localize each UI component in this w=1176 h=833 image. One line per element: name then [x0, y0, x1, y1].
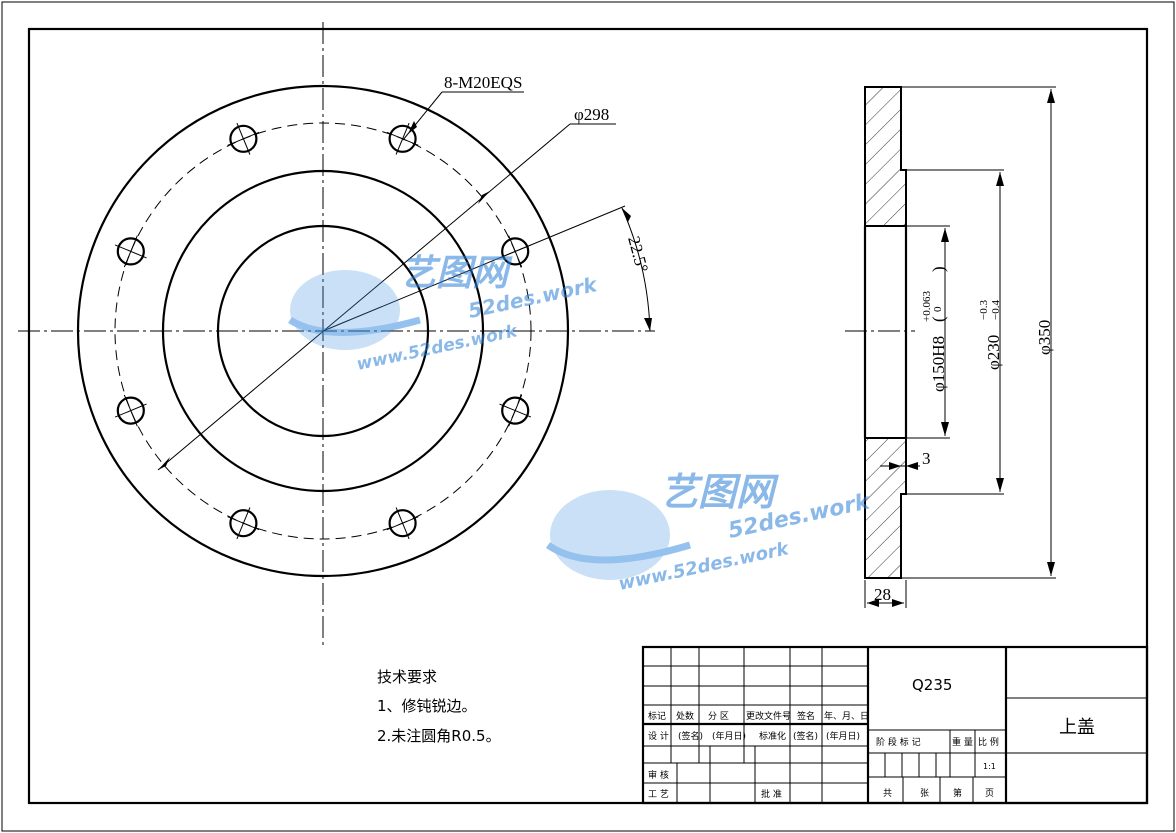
dim-thick-arrow-2	[892, 599, 904, 607]
outer-label: φ350	[1035, 320, 1054, 355]
bolt-hole-centerline	[386, 131, 419, 146]
spigot-label: φ230	[984, 335, 1003, 370]
svg-text:处数: 处数	[676, 710, 694, 722]
weight-header: 重 量	[952, 736, 973, 748]
sheet-info: 共 张 第 页	[883, 787, 994, 799]
bore-tol-lower: 0	[932, 306, 944, 312]
dim-spigot-arrow-1	[996, 172, 1004, 186]
svg-text:更改文件号: 更改文件号	[746, 710, 791, 722]
dim-step-arrow-2	[906, 462, 918, 470]
bolt-hole	[501, 237, 530, 266]
part-name: 上盖	[1059, 717, 1095, 738]
dim-thick-arrow-1	[867, 599, 879, 607]
thread-arrow	[408, 121, 417, 134]
title-block: Q235 上盖 标记 处数 分 区 更改文件号 签名 年、月、日 设 计 (签名…	[641, 645, 1149, 805]
spigot-tol-upper: −0.3	[978, 300, 990, 320]
dim-step-arrow-1	[889, 462, 901, 470]
pcd-label: φ298	[574, 105, 609, 124]
bolt-hole	[388, 124, 417, 153]
svg-text:张: 张	[920, 788, 929, 799]
inner-frame	[27, 27, 1149, 805]
bolt-hole	[116, 237, 145, 266]
dim-bore-arrow-2	[941, 422, 949, 436]
pcd-arrow-1	[158, 457, 170, 470]
upper-section	[864, 86, 907, 227]
design-row: 设 计 (签名) (年月日) 标准化 (签名) (年月日)	[648, 730, 860, 742]
bore-label: φ150H8	[929, 336, 948, 392]
bolt-hole-centerline	[386, 516, 419, 531]
watermark-bottom: 艺图网 52des.work www.52des.work	[545, 470, 873, 595]
step-label: 3	[922, 449, 931, 468]
svg-text:设 计: 设 计	[648, 730, 669, 742]
side-section-view: φ150H8 +0.063 0 ( ) φ230 −0.3 −0.4 φ350 …	[845, 86, 1056, 608]
technical-notes: 技术要求 1、修钝锐边。 2.未注圆角R0.5。	[377, 668, 501, 745]
svg-text:(签名): (签名)	[793, 730, 818, 742]
lower-section	[864, 437, 907, 579]
angle-ext-line	[322, 205, 626, 332]
svg-text:(签名): (签名)	[678, 730, 703, 742]
svg-text:(年月日): (年月日)	[826, 730, 860, 742]
angle-label: 22.5°	[624, 234, 652, 274]
marks-row: 标记 处数 分 区 更改文件号 签名 年、月、日	[648, 710, 869, 722]
dim-spigot-arrow-2	[996, 478, 1004, 492]
bolt-hole-centerline	[123, 394, 138, 427]
stage-header: 阶 段 标 记	[876, 736, 921, 748]
bolt-hole	[116, 396, 145, 425]
notes-line1: 1、修钝锐边。	[377, 697, 477, 715]
watermark-brand-bottom: 艺图网	[660, 470, 779, 514]
svg-text:标记: 标记	[648, 710, 666, 722]
watermark-top: 艺图网 52des.work www.52des.work	[288, 253, 600, 375]
bore-tol-paren-close: )	[929, 266, 948, 272]
svg-text:页: 页	[985, 788, 994, 799]
bolt-hole-centerline	[508, 394, 523, 427]
dim-bore-arrow-1	[941, 228, 949, 242]
svg-text:年、月、日: 年、月、日	[824, 710, 869, 722]
thread-label: 8-M20EQS	[444, 73, 522, 92]
outer-circle	[76, 84, 570, 578]
spigot-tol-lower: −0.4	[990, 300, 1002, 320]
bolt-circle	[114, 122, 532, 540]
bolt-holes	[114, 122, 532, 540]
bolt-hole-centerline	[123, 235, 138, 268]
svg-text:共: 共	[883, 788, 892, 799]
bolt-hole	[229, 124, 258, 153]
bore-circle	[216, 224, 430, 438]
angle-arrow-1	[622, 208, 631, 222]
bolt-hole	[501, 396, 530, 425]
svg-text:第: 第	[953, 787, 962, 799]
notes-title: 技术要求	[377, 668, 437, 686]
bore-tol-paren-open: (	[929, 316, 948, 322]
pcd-arrow-2	[478, 191, 490, 204]
dim-outer-arrow-1	[1047, 89, 1055, 103]
svg-text:签名: 签名	[797, 710, 815, 722]
watermark-brand-top: 艺图网	[400, 253, 513, 294]
scale-value: 1:1	[983, 762, 996, 771]
bolt-hole-centerline	[227, 516, 260, 531]
dim-outer-arrow-2	[1047, 562, 1055, 576]
bolt-hole-centerline	[227, 131, 260, 146]
bolt-hole	[229, 509, 258, 538]
svg-text:标准化: 标准化	[759, 730, 786, 742]
approve-label: 批 准	[761, 788, 782, 800]
material-label: Q235	[912, 676, 952, 694]
notes-line2: 2.未注圆角R0.5。	[377, 727, 501, 745]
bolt-hole	[388, 509, 417, 538]
angle-arrow-2	[644, 318, 652, 331]
bore-tol-upper: +0.063	[921, 291, 933, 322]
process-label: 工 艺	[648, 789, 669, 800]
spigot-circle	[161, 169, 485, 493]
pcd-leader	[157, 123, 571, 471]
svg-text:(年月日): (年月日)	[712, 730, 746, 742]
svg-text:分 区: 分 区	[708, 711, 729, 722]
front-view: φ298 8-M20EQS 22.5°	[18, 22, 655, 645]
review-label: 审 核	[648, 769, 669, 781]
thickness-label: 28	[874, 585, 891, 604]
scale-header: 比 例	[978, 736, 999, 748]
